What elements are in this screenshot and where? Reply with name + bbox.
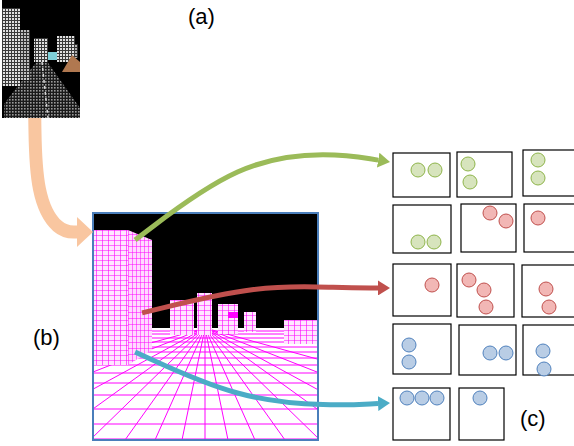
voxel-box-grid xyxy=(393,150,574,440)
red-points xyxy=(425,206,556,314)
panel-label: (a) xyxy=(188,4,215,30)
curved-arrow xyxy=(135,352,378,405)
image-panel: (b) xyxy=(93,213,318,440)
curved-arrow xyxy=(142,287,378,313)
blue-points xyxy=(400,338,551,405)
voxel-grid-image xyxy=(93,213,318,440)
image-panel: (a) xyxy=(2,0,80,118)
curved-arrow xyxy=(35,118,77,232)
curved-arrow xyxy=(135,155,378,240)
point-cloud-image xyxy=(2,0,80,118)
image-border xyxy=(93,213,318,440)
panel-label: (b) xyxy=(33,325,60,351)
grid-panel: (c) xyxy=(390,148,574,442)
green-points xyxy=(411,153,545,249)
panel-label: (c) xyxy=(520,406,546,432)
